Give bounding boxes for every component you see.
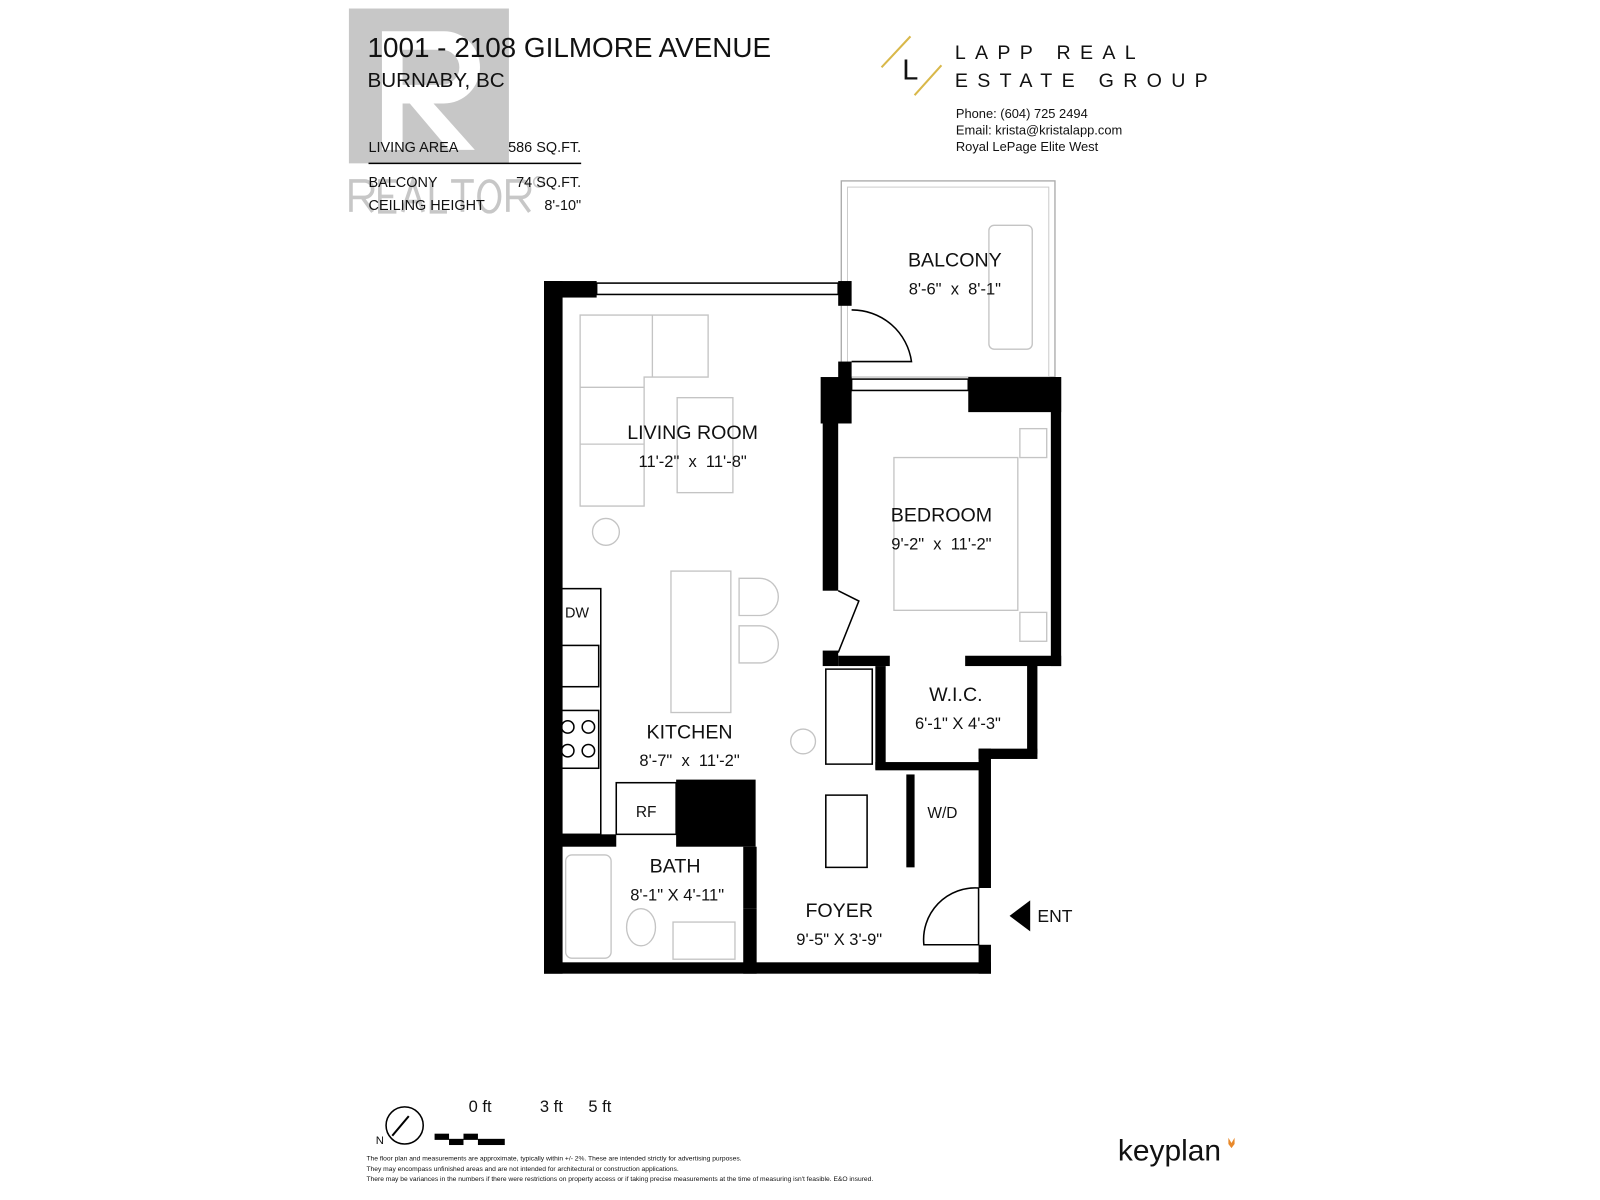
disclaimer-line-2: They may encompass unfinished areas and … <box>366 1166 678 1173</box>
svg-text:L: L <box>902 55 918 87</box>
walls <box>544 281 1062 974</box>
room-name-kitchen: KITCHEN <box>647 721 733 743</box>
stat-value-balcony: 74 SQ.FT. <box>516 175 581 191</box>
disclaimer-line-1: The floor plan and measurements are appr… <box>366 1156 741 1163</box>
stat-value-living: 586 SQ.FT. <box>508 140 581 156</box>
room-name-living: LIVING ROOM <box>627 422 758 444</box>
room-name-foyer: FOYER <box>805 900 873 922</box>
north-label: N <box>376 1135 384 1147</box>
room-dims-living: 11'-2" x 11'-8" <box>639 453 747 471</box>
lapp-logo: L <box>880 35 943 96</box>
stat-value-ceiling: 8'-10" <box>544 198 581 214</box>
balcony-outline <box>840 180 1056 378</box>
room-name-balcony: BALCONY <box>908 250 1002 272</box>
room-dims-kitchen: 8'-7" x 11'-2" <box>639 752 739 770</box>
agent-phone: Phone: (604) 725 2494 <box>956 106 1088 121</box>
entrance-label: ENT <box>1037 906 1072 926</box>
room-name-bath: BATH <box>650 856 701 878</box>
room-dims-bath: 8'-1" X 4'-11" <box>630 886 724 904</box>
north-arrow-icon <box>385 1106 424 1145</box>
dishwasher-label: DW <box>565 606 589 622</box>
scale-bar <box>434 1133 505 1146</box>
washer-dryer-label: W/D <box>927 805 957 822</box>
room-dims-wic: 6'-1" X 4'-3" <box>915 715 1001 733</box>
address-title: 1001 - 2108 GILMORE AVENUE <box>367 32 771 63</box>
stat-label-balcony: BALCONY <box>369 175 438 191</box>
scale-label-0: 0 ft <box>469 1098 492 1116</box>
city-subtitle: BURNABY, BC <box>367 69 504 92</box>
room-name-wic: W.I.C. <box>929 684 982 706</box>
realtor-watermark <box>348 8 545 214</box>
fridge-label: RF <box>636 804 657 821</box>
brand-line-1: LAPP REAL <box>955 42 1145 64</box>
room-dims-balcony: 8'-6" x 8'-1" <box>909 280 1001 298</box>
scale-label-5: 5 ft <box>588 1098 611 1116</box>
disclaimer-line-3: There may be variances in the numbers if… <box>366 1176 873 1183</box>
brokerage: Royal LePage Elite West <box>956 139 1099 154</box>
room-name-bedroom: BEDROOM <box>891 505 992 527</box>
stat-label-ceiling: CEILING HEIGHT <box>369 198 485 214</box>
brand-line-2: ESTATE GROUP <box>955 70 1217 92</box>
furniture <box>556 314 1048 960</box>
keyplan-logo: keyplan <box>1118 1135 1221 1168</box>
stat-label-living: LIVING AREA <box>369 140 459 156</box>
room-dims-bedroom: 9'-2" x 11'-2" <box>891 535 991 553</box>
room-dims-foyer: 9'-5" X 3'-9" <box>796 931 882 949</box>
agent-email: Email: krista@kristalapp.com <box>956 122 1122 137</box>
fox-icon <box>1228 1137 1235 1149</box>
scale-label-3: 3 ft <box>540 1098 563 1116</box>
entrance-arrow-icon <box>1009 900 1031 932</box>
